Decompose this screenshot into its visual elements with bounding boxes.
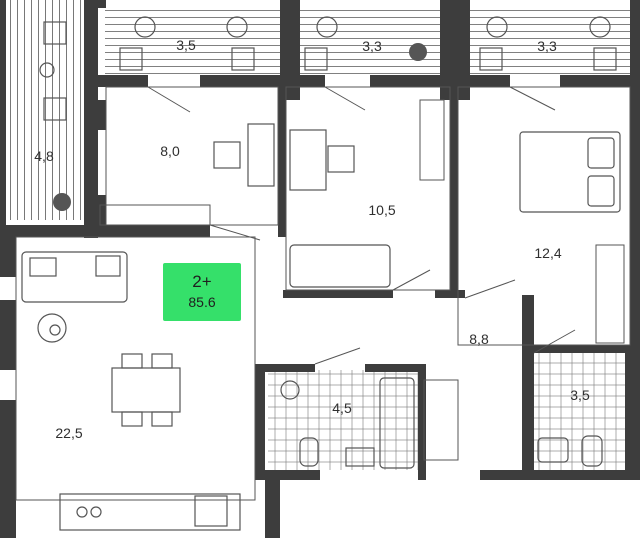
area-wc: 3,5 — [570, 387, 590, 403]
area-balcony-2: 3,3 — [362, 38, 382, 54]
area-corridor: 8,8 — [469, 331, 489, 347]
area-balcony-left: 4,8 — [34, 148, 54, 164]
doors — [147, 86, 576, 365]
area-bedroom-1: 10,5 — [368, 202, 396, 218]
area-bathroom: 4,5 — [332, 400, 352, 416]
area-balcony-3: 3,3 — [537, 38, 557, 54]
furniture — [21, 16, 621, 531]
plants — [53, 43, 427, 211]
area-living-kitchen: 22,5 — [55, 425, 83, 441]
wardrobes — [99, 99, 625, 461]
apartment-badge: 2+ 85.6 — [163, 263, 241, 321]
tiled-floors — [268, 352, 625, 470]
area-hall: 8,0 — [160, 143, 180, 159]
total-area-label: 85.6 — [188, 294, 216, 310]
area-balcony-1: 3,5 — [176, 37, 196, 53]
area-bedroom-2: 12,4 — [534, 245, 562, 261]
room-count-label: 2+ — [192, 272, 212, 291]
